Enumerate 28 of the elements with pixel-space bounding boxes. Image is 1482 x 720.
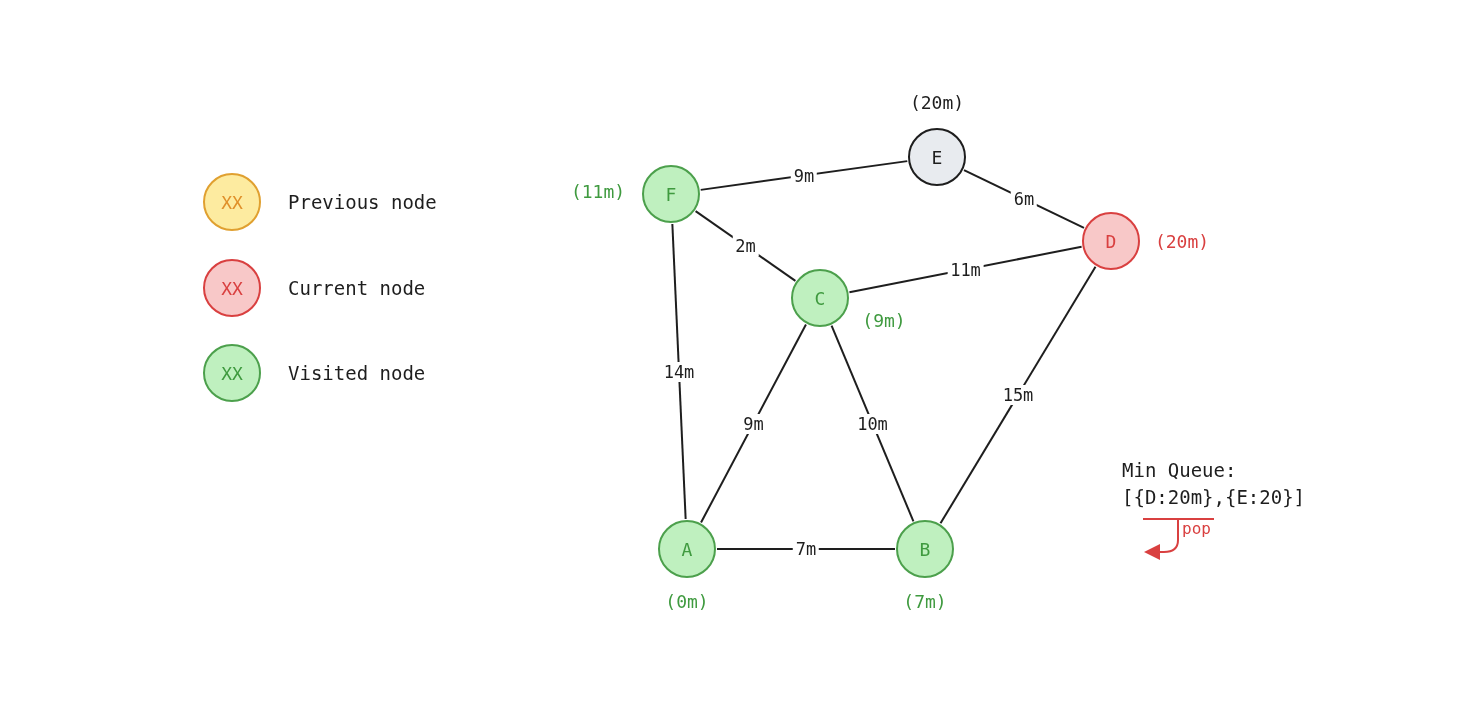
legend-swatch-text: XX (221, 191, 243, 213)
distance-label: (20m) (909, 91, 965, 113)
graph-node: A (658, 520, 716, 578)
edge-label: 2m (732, 236, 759, 256)
graph-node: E (908, 128, 966, 186)
edge-line (939, 265, 1097, 525)
queue-title: Min Queue: (1122, 459, 1237, 481)
legend-label: Previous node (288, 191, 437, 213)
edge-line (671, 222, 687, 521)
graph-node: D (1082, 212, 1140, 270)
pop-label: pop (1182, 519, 1211, 538)
graph-node: F (642, 165, 700, 223)
legend-swatch-text: XX (221, 277, 243, 299)
distance-label: (0m) (665, 590, 709, 612)
legend-swatch-text: XX (221, 362, 243, 384)
edge-line (699, 160, 909, 191)
legend-label: Current node (288, 277, 426, 299)
distance-label: (11m) (570, 180, 626, 202)
edge-line (700, 323, 807, 524)
legend-label: Visited node (288, 362, 426, 384)
graph-node: C (791, 269, 849, 327)
distance-label: (9m) (862, 309, 906, 331)
queue-contents: [{D:20m},{E:20}] (1122, 486, 1306, 508)
distance-label: (20m) (1154, 230, 1210, 252)
graph-node: B (896, 520, 954, 578)
edge-label: 6m (1010, 189, 1038, 209)
edge-line (830, 324, 915, 523)
distance-label: (7m) (903, 590, 947, 612)
